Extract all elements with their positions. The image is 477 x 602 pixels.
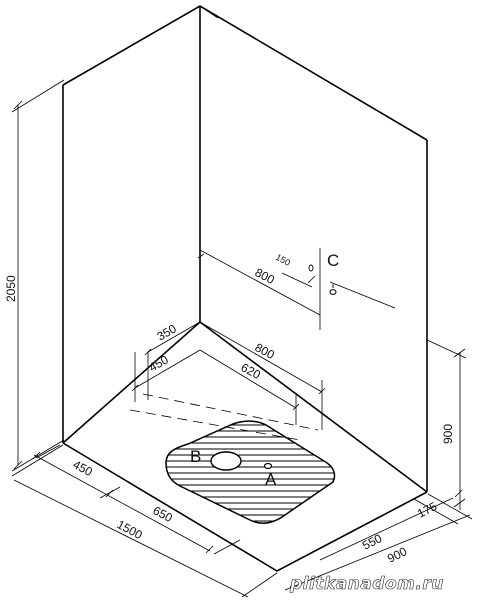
label-450: 450 [147,352,172,374]
top-corner-detail [202,7,219,19]
dim-2050 [11,79,65,472]
label-175-right: 175 [415,499,439,521]
label-2050: 2050 [4,275,18,302]
label-620: 620 [239,360,264,382]
drain-a-point [263,462,273,470]
back-left-wall-top [62,5,428,141]
label-650-front: 650 [151,503,176,525]
label-800-inner: 800 [253,340,278,362]
label-150-c: 150 [274,252,292,268]
label-1500: 1500 [115,517,145,542]
label-800-c: 800 [253,265,278,287]
label-900-vertical: 900 [441,424,455,444]
shower-tray [165,420,336,524]
label-point-a: A [265,470,277,489]
dim-800-c [197,248,396,330]
dim-front [11,444,278,598]
label-900-right-depth: 900 [385,544,409,566]
dim-inner-left [131,321,326,430]
floor-front-edge [62,442,428,572]
label-550-right: 550 [360,531,384,553]
cabin-outline [62,5,428,572]
point-c-small [308,264,314,272]
label-350: 350 [155,321,180,343]
point-c-mixer [329,289,337,295]
drain-b [210,451,242,471]
floor-dashed-lines [129,393,319,441]
label-point-c: C [327,251,339,270]
watermark: plitkanadom.ru [289,574,444,594]
tray-outline [165,420,336,524]
dim-right [284,489,473,591]
dim-900-vertical [426,339,467,510]
label-point-b: B [190,447,201,466]
